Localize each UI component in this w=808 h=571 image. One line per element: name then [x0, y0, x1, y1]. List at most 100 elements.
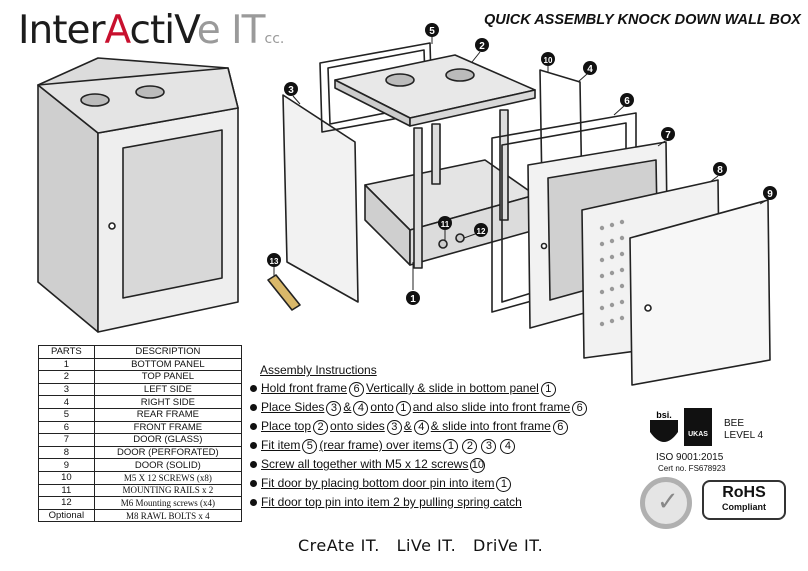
perforation-pattern: [599, 219, 625, 327]
callout-12: 12: [474, 223, 488, 237]
callout-9: 9: [763, 186, 777, 200]
svg-text:10: 10: [544, 56, 553, 65]
svg-text:3: 3: [288, 85, 294, 96]
part-description: M8 RAWL BOLTS x 4: [93, 508, 243, 523]
item-number-badge: 2: [462, 439, 478, 454]
part-description: MOUNTING RAILS x 2: [93, 483, 243, 498]
part-description: REAR FRAME: [93, 407, 243, 422]
company-logo: InterActiVe ITcc.: [18, 8, 284, 53]
rohs-label: RoHS: [722, 484, 766, 501]
svg-text:1: 1: [410, 294, 416, 305]
item-number-badge: 3: [326, 401, 342, 416]
instruction-step: Fit door by placing bottom door pin into…: [250, 476, 513, 492]
item-number-badge: 4: [500, 439, 516, 454]
svg-text:2: 2: [479, 41, 485, 52]
bee-level-value: LEVEL 4: [724, 430, 764, 441]
bullet-icon: [250, 385, 257, 393]
part-number: 12: [38, 496, 95, 510]
part-number: 4: [38, 395, 95, 409]
part-description: RIGHT SIDE: [93, 395, 243, 409]
svg-text:4: 4: [587, 64, 593, 75]
callout-6: 6: [620, 93, 634, 107]
callout-5: 5: [425, 23, 439, 37]
rohs-badge: RoHS Compliant: [702, 480, 786, 520]
logo-text-ctiv: ctiV: [129, 8, 198, 53]
bullet-icon: [250, 499, 257, 507]
part-description: M5 X 12 SCREWS (x8): [93, 470, 243, 485]
callout-3: 3: [284, 82, 298, 96]
svg-text:bsi.: bsi.: [656, 410, 672, 420]
item-number-badge: 6: [572, 401, 588, 416]
item-number-badge: 10: [470, 458, 486, 473]
part-number: 10: [38, 470, 95, 485]
bullet-icon: [250, 480, 257, 488]
part-number: 9: [38, 458, 95, 472]
slogan-create: CreAte IT.: [298, 536, 380, 555]
callout-7: 7: [661, 127, 675, 141]
svg-text:UKAS: UKAS: [688, 431, 708, 438]
item-number-badge: 3: [481, 439, 497, 454]
part-description: FRONT FRAME: [93, 420, 243, 435]
part-description: DOOR (GLASS): [93, 433, 243, 447]
part-number: 1: [38, 357, 95, 372]
quality-stamp-icon: [640, 477, 692, 529]
top-panel-drawing: [334, 54, 536, 119]
svg-text:5: 5: [429, 26, 435, 37]
item-number-badge: 1: [443, 439, 459, 454]
column-header-parts: PARTS: [38, 345, 95, 359]
bullet-icon: [250, 461, 257, 469]
svg-text:8: 8: [717, 165, 723, 176]
logo-suffix: cc.: [264, 31, 285, 47]
svg-text:7: 7: [665, 130, 671, 141]
instructions-heading: Assembly Instructions: [260, 363, 377, 377]
ukas-logo: UKAS: [684, 408, 712, 446]
slogan: CreAte IT. LiVe IT. DriVe IT.: [298, 536, 543, 555]
item-number-badge: 6: [552, 420, 568, 435]
bullet-icon: [250, 442, 257, 450]
instruction-step: Fit door top pin into item 2 by pulling …: [250, 495, 522, 509]
bee-label: BEE: [724, 418, 745, 429]
svg-text:9: 9: [767, 189, 773, 200]
cert-number: Cert no. FS678923: [658, 464, 726, 473]
page-title: QUICK ASSEMBLY KNOCK DOWN WALL BOX: [484, 12, 801, 28]
callout-11: 11: [438, 216, 452, 230]
item-number-badge: 1: [395, 401, 411, 416]
item-number-badge: 1: [496, 477, 512, 492]
part-number: Optional: [38, 508, 95, 523]
left-side-panel-drawing: [282, 94, 359, 303]
part-number: 5: [38, 407, 95, 422]
part-number: 8: [38, 445, 95, 460]
part-number: 6: [38, 420, 95, 435]
part-description: DOOR (PERFORATED): [93, 445, 243, 460]
callout-8: 8: [713, 162, 727, 176]
part-description: BOTTOM PANEL: [93, 357, 243, 372]
logo-text-inter: Inter: [18, 8, 106, 53]
slogan-live: LiVe IT.: [396, 536, 457, 555]
item-number-badge: 2: [313, 420, 329, 435]
part-description: LEFT SIDE: [93, 382, 243, 397]
bullet-icon: [250, 404, 257, 412]
part-number: 2: [38, 370, 95, 384]
column-header-description: DESCRIPTION: [93, 345, 243, 359]
table-header-row: PARTS DESCRIPTION: [38, 345, 243, 359]
part-description: M6 Mounting screws (x4): [93, 496, 243, 510]
bullet-icon: [250, 423, 257, 431]
item-number-badge: 3: [386, 420, 402, 435]
